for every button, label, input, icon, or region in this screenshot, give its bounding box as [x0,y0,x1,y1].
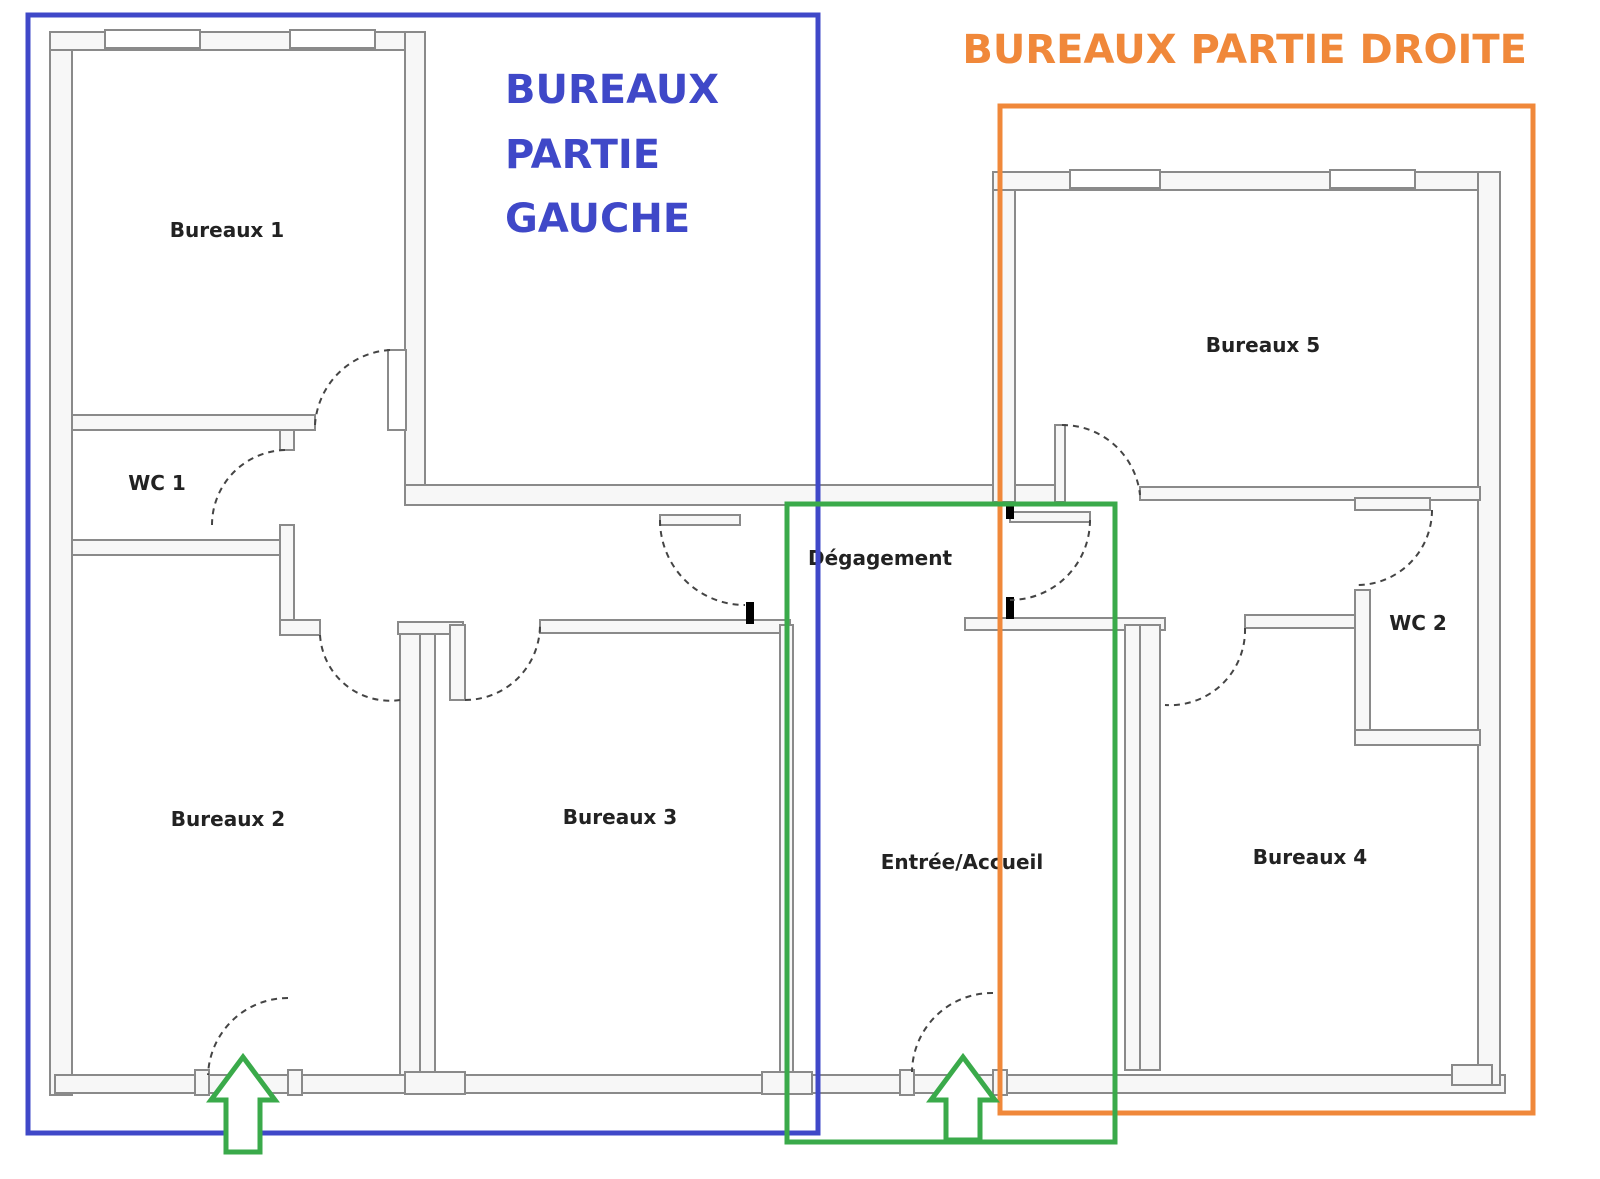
room-label-bureaux-5: Bureaux 5 [1206,333,1320,357]
zone-left-outline [25,12,821,1136]
zone-common-outline [784,501,1118,1145]
room-label-entree-accueil: Entrée/Accueil [881,850,1043,874]
room-labels: Bureaux 1 WC 1 Bureaux 2 Bureaux 3 Dégag… [128,218,1447,874]
door-swings [207,349,1433,1076]
zone-right-outline [997,103,1536,1116]
room-label-wc-1: WC 1 [128,471,186,495]
walls [49,29,1506,1096]
room-label-bureaux-4: Bureaux 4 [1253,845,1367,869]
room-label-degagement: Dégagement [808,546,953,570]
zone-left-title-line-1: BUREAUX [505,67,719,113]
room-label-bureaux-1: Bureaux 1 [170,218,284,242]
arrow-up-icon [926,1052,1000,1143]
room-label-bureaux-2: Bureaux 2 [171,807,285,831]
zone-left-title-line-3: GAUCHE [505,196,690,242]
arrow-up-icon [206,1052,280,1155]
room-label-wc-2: WC 2 [1389,611,1447,635]
zone-left-title-line-2: PARTIE [505,132,660,178]
entrance-arrows [206,1052,1000,1155]
room-label-bureaux-3: Bureaux 3 [563,805,677,829]
zone-right-title: BUREAUX PARTIE DROITE [962,27,1527,73]
zone-titles: BUREAUX PARTIE GAUCHE BUREAUX PARTIE DRO… [505,27,1527,242]
